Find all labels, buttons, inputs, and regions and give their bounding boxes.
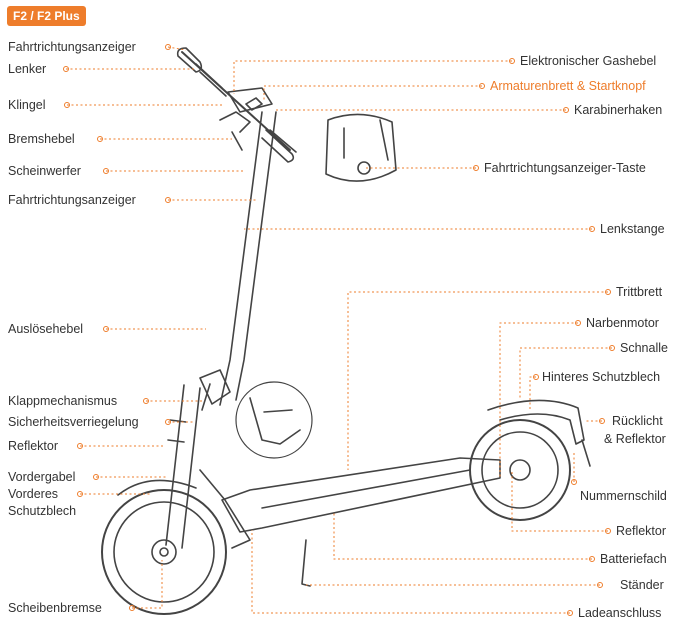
leader-line-dots bbox=[63, 44, 615, 616]
label-ruecklicht-line1: Rücklicht bbox=[612, 414, 663, 428]
label-reflektor-rear: Reflektor bbox=[616, 524, 667, 538]
label-armaturenbrett: Armaturenbrett & Startknopf bbox=[490, 79, 646, 93]
label-nabenmotor: Narbenmotor bbox=[586, 316, 659, 330]
label-lenker: Lenker bbox=[8, 62, 47, 76]
label-scheinwerfer: Scheinwerfer bbox=[8, 164, 81, 178]
label-vorderes-schutzblech-line1: Vorderes bbox=[8, 487, 59, 501]
label-ausloesehebel: Auslösehebel bbox=[8, 322, 84, 336]
label-klingel: Klingel bbox=[8, 98, 46, 112]
label-karabinerhaken: Karabinerhaken bbox=[574, 103, 663, 117]
label-ladeanschluss: Ladeanschluss bbox=[578, 606, 662, 620]
label-hinteres-schutzblech: Hinteres Schutzblech bbox=[542, 370, 661, 384]
label-lenkstange: Lenkstange bbox=[600, 222, 665, 236]
label-vorderes-schutzblech-line2: Schutzblech bbox=[8, 504, 77, 518]
label-staender: Ständer bbox=[620, 578, 664, 592]
label-bremshebel: Bremshebel bbox=[8, 132, 75, 146]
label-vordergabel: Vordergabel bbox=[8, 470, 76, 484]
label-fahrtrichtungsanzeiger-taste: Fahrtrichtungsanzeiger-Taste bbox=[484, 161, 646, 175]
label-klappmechanismus: Klappmechanismus bbox=[8, 394, 118, 408]
label-ruecklicht-line2: & Reflektor bbox=[604, 432, 666, 446]
leader-lines bbox=[66, 46, 612, 614]
label-nummernschild: Nummernschild bbox=[580, 489, 667, 503]
model-badge: F2 / F2 Plus bbox=[7, 6, 86, 26]
label-fahrtrichtungsanzeiger: Fahrtrichtungsanzeiger bbox=[8, 193, 136, 207]
label-fahrtrichtungsanzeiger-top: Fahrtrichtungsanzeiger bbox=[8, 40, 136, 54]
label-scheibenbremse: Scheibenbremse bbox=[8, 601, 102, 615]
label-schnalle: Schnalle bbox=[620, 341, 668, 355]
label-trittbrett: Trittbrett bbox=[616, 285, 663, 299]
scooter-drawing bbox=[101, 47, 591, 615]
label-reflektor-front: Reflektor bbox=[8, 439, 59, 453]
label-sicherheitsverriegelung: Sicherheitsverriegelung bbox=[8, 415, 139, 429]
label-batteriefach: Batteriefach bbox=[600, 552, 667, 566]
label-gashebel: Elektronischer Gashebel bbox=[520, 54, 657, 68]
